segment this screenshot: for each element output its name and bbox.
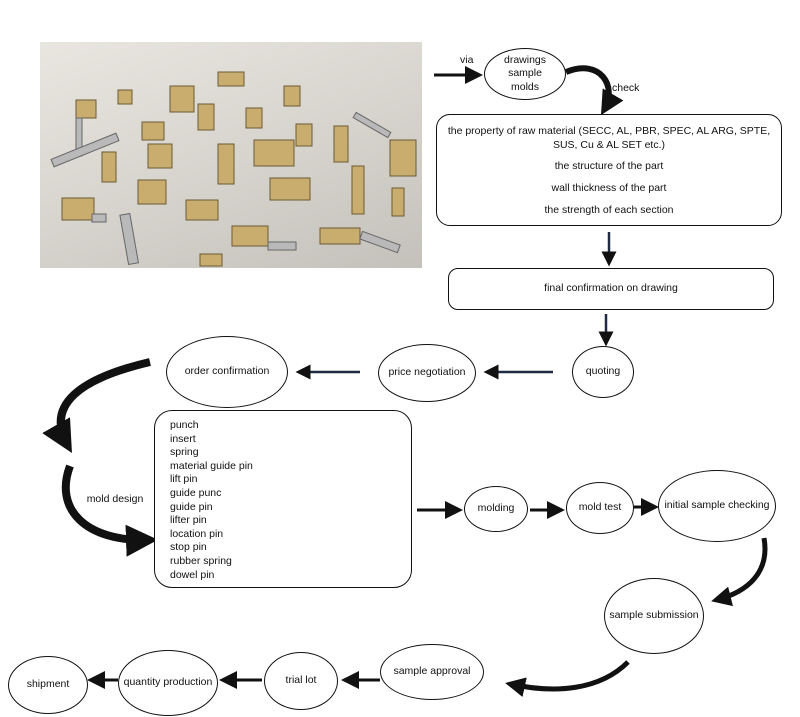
mold-part-item: guide punc xyxy=(170,486,222,499)
mold-part-item: guide pin xyxy=(170,500,213,513)
node-mold-parts-box xyxy=(154,410,412,588)
metal-parts-illustration xyxy=(50,71,417,267)
mold-part-item: insert xyxy=(170,432,196,445)
metal-parts-photo xyxy=(40,42,422,268)
node-mold-design: mold design xyxy=(86,493,144,506)
node-trial-lot: trial lot xyxy=(264,652,338,710)
node-order-confirmation: order confirmation xyxy=(166,336,288,408)
arrow-order-to-molddesign xyxy=(42,358,151,453)
node-properties: the property of raw material (SECC, AL, … xyxy=(436,114,782,226)
node-quoting: quoting xyxy=(572,346,634,398)
mold-part-item: stop pin xyxy=(170,541,207,554)
mold-part-item: location pin xyxy=(170,527,224,540)
mold-part-item: punch xyxy=(170,419,199,431)
node-quantity-production: quantity production xyxy=(118,650,218,716)
property-raw-material: the property of raw material (SECC, AL, … xyxy=(447,125,771,151)
mold-part-item: lifter pin xyxy=(170,514,207,527)
property-strength: the strength of each section xyxy=(544,203,674,216)
label-via: via xyxy=(460,54,474,66)
node-molding: molding xyxy=(464,486,528,532)
node-price-negotiation: price negotiation xyxy=(378,344,476,402)
mold-part-item: lift pin xyxy=(170,473,198,486)
arrow-check xyxy=(564,65,624,116)
arrow-initial-to-submission xyxy=(711,537,768,607)
node-final-confirmation: final confirmation on drawing xyxy=(448,268,774,310)
property-wall-thickness: wall thickness of the part xyxy=(551,181,667,194)
node-mold-test: mold test xyxy=(566,482,634,534)
mold-parts-list: punch insert spring material guide pin l… xyxy=(170,419,253,582)
node-drawings-sample-molds: drawings sample molds xyxy=(484,48,566,100)
node-initial-sample-checking: initial sample checking xyxy=(658,470,776,542)
mold-part-item: rubber spring xyxy=(170,554,232,567)
arrow-submission-to-approval xyxy=(505,660,630,697)
node-sample-approval: sample approval xyxy=(380,644,484,700)
mold-part-item: spring xyxy=(170,446,199,459)
mold-part-item: dowel pin xyxy=(170,568,215,581)
property-structure: the structure of the part xyxy=(554,160,664,173)
mold-part-item: material guide pin xyxy=(170,459,253,472)
label-check: check xyxy=(612,82,640,94)
arrow-molddesign-to-parts xyxy=(61,464,158,557)
node-shipment: shipment xyxy=(8,656,88,714)
node-sample-submission: sample submission xyxy=(604,578,704,654)
